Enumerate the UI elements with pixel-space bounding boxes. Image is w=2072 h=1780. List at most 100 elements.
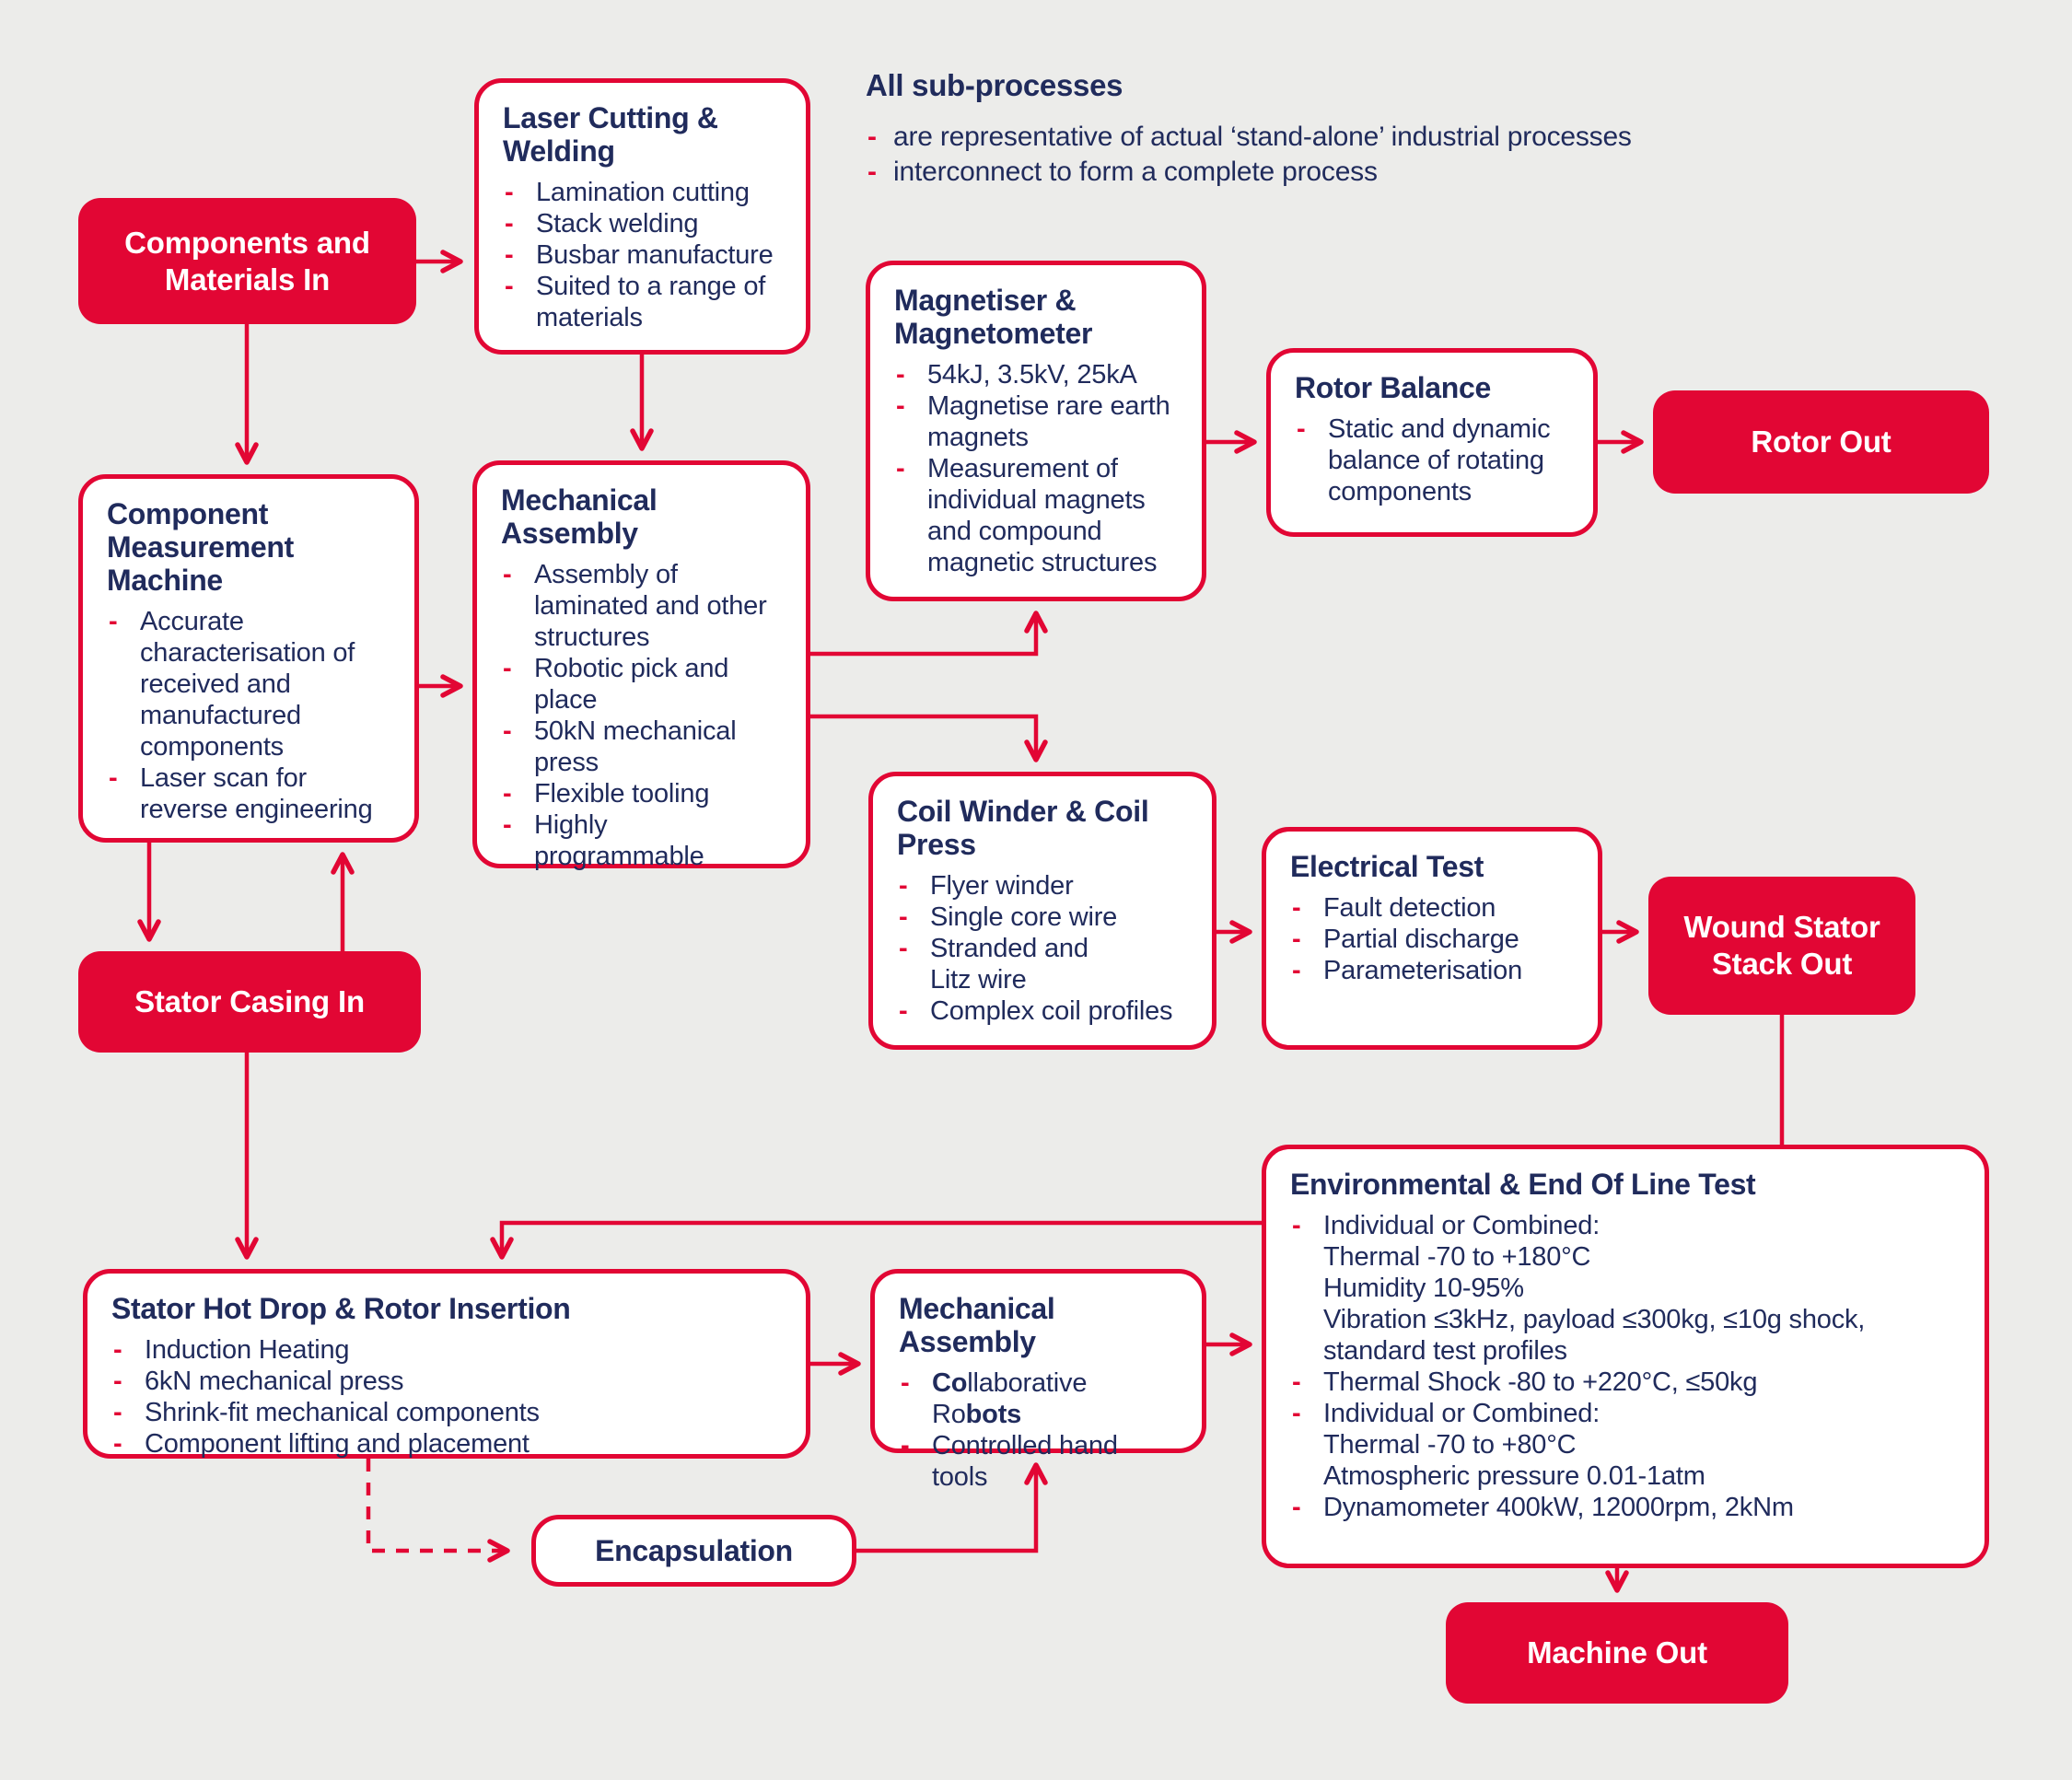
bullet-item: -Static and dynamic balance of rotating …: [1295, 413, 1571, 507]
process-box-mechanical-assembly-2: Mechanical Assembly -Collaborative Robot…: [870, 1269, 1206, 1492]
bullet-item: -Controlled hand tools: [899, 1430, 1180, 1493]
box-title: Electrical Test: [1290, 850, 1484, 883]
bullet-item: -Collaborative Robots: [899, 1367, 1180, 1430]
bullet-text: are representative of actual ‘stand-alon…: [893, 122, 1632, 152]
bullet-dash: -: [505, 178, 514, 207]
bullet-text: Humidity 10-95%: [1323, 1274, 1524, 1303]
bullet-item: Humidity 10-95%: [1290, 1273, 1962, 1304]
box-title: Magnetiser & Magnetometer: [894, 284, 1093, 350]
process-box-environmental-end-of-line-test: Environmental & End Of Line Test -Indivi…: [1262, 1145, 1989, 1568]
bullet-dash: -: [867, 122, 877, 152]
bullet-text: Collaborative Robots: [932, 1368, 1088, 1429]
bullet-item: Thermal -70 to +180°C: [1290, 1241, 1962, 1273]
bullet-item: Litz wire: [897, 964, 1190, 995]
bullet-item: -interconnect to form a complete process: [866, 155, 2044, 190]
bullet-text: Individual or Combined:: [1323, 1399, 1601, 1428]
bullet-item: -Complex coil profiles: [897, 995, 1190, 1027]
bullet-item: -Fault detection: [1290, 892, 1576, 924]
io-box-label: Machine Out: [1527, 1635, 1707, 1669]
bullet-dash: -: [1292, 925, 1301, 954]
bullet-dash: -: [899, 996, 908, 1026]
bullet-dash: -: [505, 272, 514, 301]
bullet-item: -Stack welding: [503, 208, 784, 239]
connector-encapsulation-to-mech-assembly-2: [856, 1462, 1048, 1553]
bullet-text: Suited to a range of materials: [536, 272, 766, 332]
bullet-item: -Stranded and: [897, 933, 1190, 964]
bullet-item: -Robotic pick and place: [501, 653, 784, 715]
bullet-item: -Individual or Combined:: [1290, 1398, 1962, 1429]
io-box-machine-out: Machine Out: [1446, 1602, 1788, 1704]
bullet-text: Complex coil profiles: [930, 996, 1173, 1026]
bullet-text: Stack welding: [536, 209, 699, 238]
bullet-text: Flyer winder: [930, 871, 1074, 901]
bullet-item: -Lamination cutting: [503, 177, 784, 208]
io-box-label: Stator Casing In: [134, 984, 365, 1018]
bullet-dash: -: [899, 902, 908, 932]
bullet-text: Magnetise rare earth magnets: [927, 391, 1170, 452]
bullet-text: 6kN mechanical press: [145, 1367, 404, 1396]
box-title: Stator Hot Drop & Rotor Insertion: [111, 1292, 571, 1325]
io-box-label: Wound Stator Stack Out: [1683, 910, 1880, 981]
connector-mech-assembly-1-to-magnetiser: [810, 611, 1048, 657]
bullet-text: Assembly of laminated and other structur…: [534, 560, 767, 652]
process-box-encapsulation: Encapsulation: [531, 1515, 856, 1587]
bullet-item: Vibration ≤3kHz, payload ≤300kg, ≤10g sh…: [1290, 1304, 1962, 1335]
io-box-components-and-materials-in: Components and Materials In: [78, 198, 416, 324]
bullet-text: Static and dynamic balance of rotating c…: [1328, 414, 1551, 506]
box-title: Mechanical Assembly: [501, 483, 658, 550]
bullet-dash: -: [1297, 414, 1306, 444]
process-box-laser-cutting-welding: Laser Cutting & Welding -Lamination cutt…: [474, 78, 810, 355]
bullet-text: Litz wire: [930, 965, 1027, 995]
bullet-item: -50kN mechanical press: [501, 715, 784, 778]
bullet-dash: -: [113, 1335, 122, 1365]
bullet-dash: -: [113, 1398, 122, 1427]
io-box-rotor-out: Rotor Out: [1653, 390, 1989, 494]
process-box-rotor-balance: Rotor Balance -Static and dynamic balanc…: [1266, 348, 1598, 537]
connector-wound-stator-to-hot-drop: [490, 1015, 1785, 1260]
bullet-item: -Suited to a range of materials: [503, 271, 784, 333]
bullet-text: Measurement of individual magnets and co…: [927, 454, 1158, 577]
bullet-item: -Induction Heating: [111, 1334, 784, 1366]
bullet-dash: -: [1292, 893, 1301, 923]
bullet-item: programmable: [501, 841, 784, 872]
process-box-component-measurement-machine: Component Measurement Machine -Accurate …: [78, 474, 419, 843]
bullet-text: Stranded and: [930, 934, 1088, 963]
process-box-magnetiser-magnetometer: Magnetiser & Magnetometer -54kJ, 3.5kV, …: [866, 261, 1206, 601]
bullet-item: Thermal -70 to +80°C: [1290, 1429, 1962, 1460]
box-bullets: -Lamination cutting-Stack welding-Busbar…: [503, 177, 784, 333]
bullet-dash: -: [1292, 1399, 1301, 1428]
bullet-dash: -: [109, 763, 118, 793]
bullet-dash: -: [505, 240, 514, 270]
bullet-item: Atmospheric pressure 0.01-1atm: [1290, 1460, 1962, 1492]
bullet-item: -Assembly of laminated and other structu…: [501, 559, 784, 653]
bullet-text: Lamination cutting: [536, 178, 750, 207]
io-box-wound-stator-stack-out: Wound Stator Stack Out: [1648, 877, 1915, 1015]
bullet-text: Fault detection: [1323, 893, 1496, 923]
bullet-dash: -: [1292, 1211, 1301, 1240]
connector-hot-drop-to-encapsulation-dashed: [366, 1459, 510, 1563]
bullet-text: Thermal -70 to +180°C: [1323, 1242, 1591, 1272]
bullet-text: Accurate characterisation of received an…: [140, 607, 355, 762]
bullet-item: -Magnetise rare earth magnets: [894, 390, 1180, 453]
box-bullets: -54kJ, 3.5kV, 25kA-Magnetise rare earth …: [894, 359, 1180, 578]
box-bullets: -Static and dynamic balance of rotating …: [1295, 413, 1571, 507]
bullet-dash: -: [505, 209, 514, 238]
box-bullets: -Induction Heating-6kN mechanical press-…: [111, 1334, 784, 1460]
bullet-item: -Shrink-fit mechanical components: [111, 1397, 784, 1428]
process-box-stator-hot-drop-rotor-insertion: Stator Hot Drop & Rotor Insertion -Induc…: [83, 1269, 810, 1459]
io-box-label: Components and Materials In: [124, 225, 370, 297]
bullet-text: Dynamometer 400kW, 12000rpm, 2kNm: [1323, 1493, 1794, 1522]
bullet-text: Parameterisation: [1323, 956, 1523, 985]
box-title: Rotor Balance: [1295, 371, 1492, 404]
note-bullets: -are representative of actual ‘stand-alo…: [866, 120, 2044, 190]
bullet-dash: -: [899, 871, 908, 901]
bullet-text: Flexible tooling: [534, 779, 710, 809]
bullet-text: Thermal -70 to +80°C: [1323, 1430, 1577, 1460]
bullet-dash: -: [503, 654, 512, 683]
bullet-dash: -: [113, 1429, 122, 1459]
box-title: Coil Winder & Coil Press: [897, 795, 1149, 861]
bullet-item: -Measurement of individual magnets and c…: [894, 453, 1180, 578]
bullet-text: Robotic pick and place: [534, 654, 729, 715]
io-box-stator-casing-in: Stator Casing In: [78, 951, 421, 1053]
